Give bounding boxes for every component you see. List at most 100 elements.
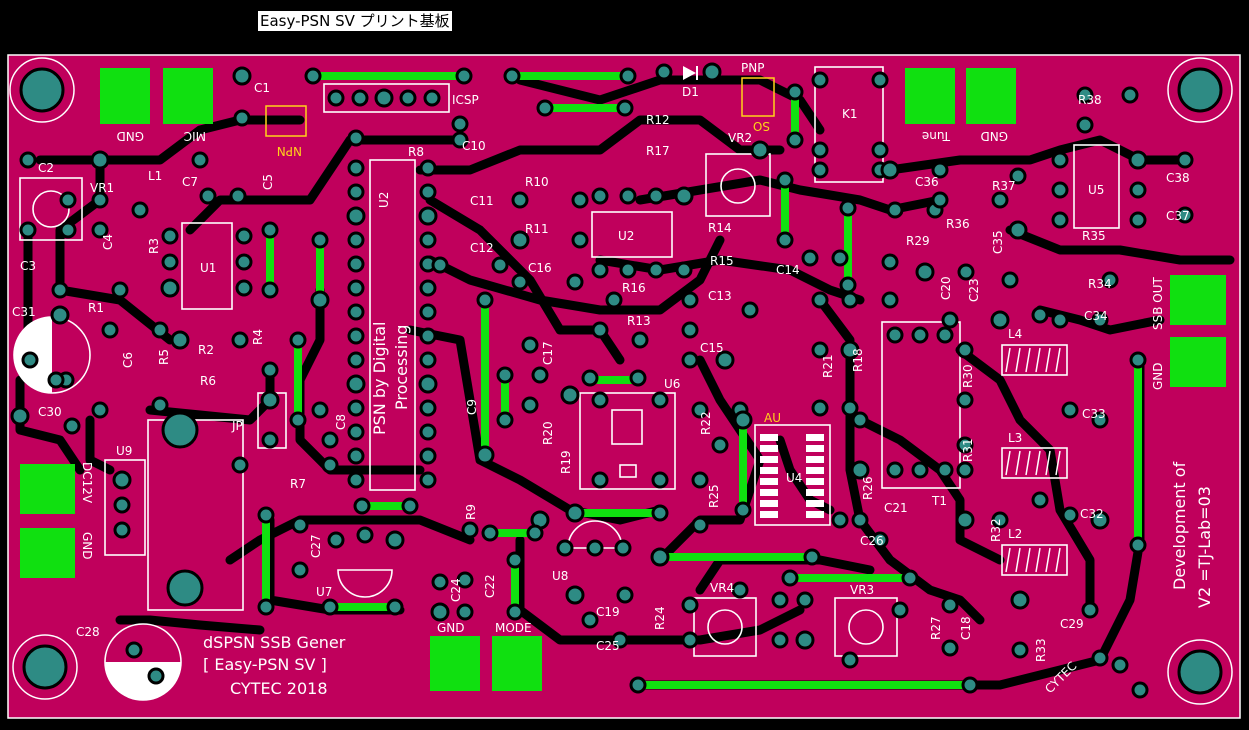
pad: [591, 391, 609, 409]
ref-c17: C17: [541, 341, 555, 365]
pad: [347, 183, 365, 201]
heatsink-hole: [166, 569, 204, 607]
pad: [347, 231, 365, 249]
ref-c30: C30: [38, 405, 62, 419]
pad: [261, 221, 279, 239]
smd-pad: [806, 467, 824, 474]
label-npn: NPN: [277, 144, 302, 158]
smd-pad: [806, 500, 824, 507]
ref-c15: C15: [700, 341, 724, 355]
pad: [591, 187, 609, 205]
smd-pad: [760, 456, 778, 463]
window-title: Easy-PSN SV プリント基板: [258, 11, 452, 31]
ref-u8: U8: [552, 569, 568, 583]
pad: [506, 603, 524, 621]
pad: [231, 456, 249, 474]
inductor-coil: [1055, 450, 1061, 476]
pad: [491, 256, 509, 274]
ref-c6: C6: [121, 352, 135, 368]
smd-pad: [806, 511, 824, 518]
label-gnd-tl: GND: [116, 129, 144, 143]
pad: [50, 305, 70, 325]
pad: [51, 281, 69, 299]
pad: [257, 506, 275, 524]
pad: [941, 311, 959, 329]
pad: [374, 88, 394, 108]
silk-labels: GND MIC Tune GND ICSP PNP NPN SO AU SSB …: [80, 61, 1214, 698]
pad: [353, 497, 371, 515]
pad: [419, 183, 437, 201]
footer-line3: CYTEC 2018: [230, 679, 328, 698]
pad: [565, 585, 585, 605]
pad: [1076, 86, 1094, 104]
ref-c2: C2: [38, 161, 54, 175]
ref-c37: C37: [1166, 209, 1190, 223]
pad: [19, 151, 37, 169]
ref-c10: C10: [462, 139, 486, 153]
pad: [911, 326, 929, 344]
pad: [347, 471, 365, 489]
mounting-holes: [9, 57, 1233, 705]
pad: [47, 371, 65, 389]
footer-line1: dSPSN SSB Gener: [203, 633, 346, 652]
pad: [327, 89, 345, 107]
pad: [347, 255, 365, 273]
pad: [811, 399, 829, 417]
pad: [990, 310, 1010, 330]
ref-c22: C22: [483, 574, 497, 598]
ref-r4: R4: [251, 329, 265, 345]
ref-c4: C4: [101, 234, 115, 250]
pad: [850, 460, 870, 480]
pad: [125, 641, 143, 659]
footer-line2: [ Easy-PSN SV ]: [203, 655, 327, 674]
inductor-coil: [1015, 547, 1021, 573]
label-development-of: Development of: [1170, 461, 1189, 590]
pad: [931, 191, 949, 209]
ref-d1: D1: [682, 85, 699, 99]
pad: [991, 511, 1009, 529]
pad: [881, 291, 899, 309]
pad: [956, 341, 974, 359]
pad: [451, 115, 469, 133]
label-dc12v: DC12V: [80, 462, 94, 504]
pad: [356, 526, 374, 544]
ref-jp: JP: [231, 419, 243, 433]
ref-c26: C26: [860, 534, 884, 548]
pad: [811, 71, 829, 89]
label-gnd-left: GND: [80, 532, 94, 560]
label-gnd-right: GND: [1151, 362, 1165, 390]
pad: [941, 639, 959, 657]
pad: [304, 67, 322, 85]
pad: [731, 581, 749, 599]
ref-r17: R17: [646, 144, 670, 158]
pad: [605, 291, 623, 309]
pad: [347, 279, 365, 297]
pad: [681, 631, 699, 649]
ref-c29: C29: [1060, 617, 1084, 631]
ref-r2: R2: [198, 343, 214, 357]
pad: [151, 396, 169, 414]
pad: [956, 391, 974, 409]
pad: [511, 273, 529, 291]
pad: [629, 369, 647, 387]
pad: [231, 331, 249, 349]
pad: [1176, 206, 1194, 224]
pad: [1091, 311, 1109, 329]
pad: [475, 445, 495, 465]
ref-c12: C12: [470, 241, 494, 255]
pad: [991, 191, 1009, 209]
pad: [647, 261, 665, 279]
pad: [881, 253, 899, 271]
ref-c34: C34: [1084, 309, 1108, 323]
pad: [476, 291, 494, 309]
pad: [1001, 271, 1019, 289]
pad: [831, 511, 849, 529]
smd-pad: [806, 434, 824, 441]
pad: [655, 63, 673, 81]
ref-l4: L4: [1008, 327, 1022, 341]
pad: [811, 341, 829, 359]
ref-u2a: U2: [377, 192, 391, 208]
pad: [151, 321, 169, 339]
pad: [565, 503, 585, 523]
